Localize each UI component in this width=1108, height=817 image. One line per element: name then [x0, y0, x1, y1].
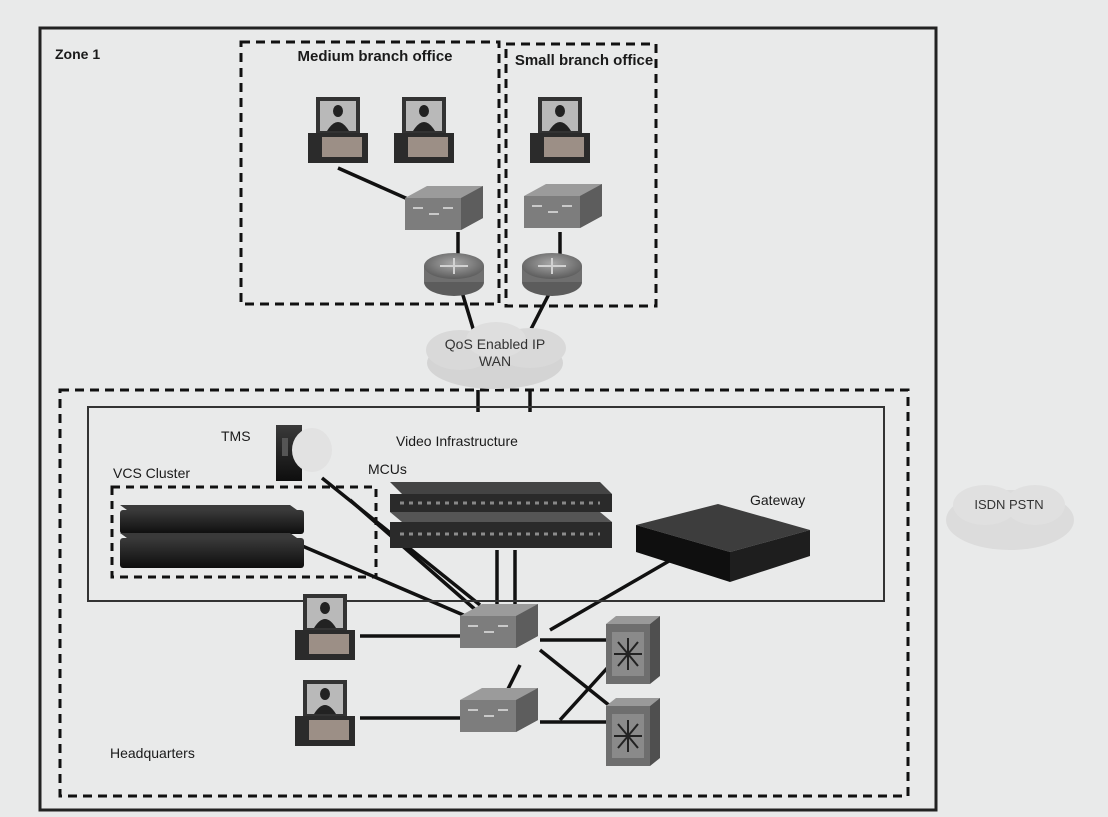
server-icon: [120, 505, 304, 534]
tms-label: TMS: [221, 428, 251, 444]
headquarters-boundary: [58, 388, 910, 798]
small-branch-boundary: [504, 42, 658, 308]
small-branch-label: Small branch office: [514, 52, 654, 69]
vcs-cluster-label: VCS Cluster: [113, 465, 191, 481]
video-endpoint-icon: [295, 680, 355, 746]
vcs-cluster-boundary: [110, 485, 378, 579]
mcus-label: MCUs: [368, 461, 407, 477]
switch-icon: [523, 183, 603, 229]
video-endpoint-icon: [308, 97, 368, 163]
video-endpoint-icon: [394, 97, 454, 163]
gateway-label: Gateway: [750, 492, 806, 508]
switch-icon: [459, 603, 539, 649]
cloud-icon: [946, 485, 1074, 550]
zone-label: Zone 1: [55, 46, 101, 62]
router-icon: [423, 252, 485, 297]
medium-branch-boundary: [239, 40, 501, 306]
mcu-icon: [390, 482, 612, 512]
multilayer-switch-icon: [605, 697, 661, 767]
medium-branch-label: Medium branch office: [297, 48, 453, 65]
video-infrastructure-label: Video Infrastructure: [396, 433, 518, 449]
cloud-icon: [426, 322, 566, 389]
switch-icon: [459, 687, 539, 733]
wan-label: QoS Enabled IP WAN: [444, 336, 546, 369]
server-icon: [276, 425, 332, 481]
headquarters-label: Headquarters: [110, 745, 195, 761]
router-icon: [521, 252, 583, 297]
multilayer-switch-icon: [605, 615, 661, 685]
video-infrastructure-boundary: [87, 406, 885, 602]
video-endpoint-icon: [530, 97, 590, 163]
video-endpoint-icon: [295, 594, 355, 660]
zone-1-boundary: [38, 26, 938, 812]
gateway-icon: [636, 504, 810, 582]
isdn-label: ISDN PSTN: [974, 497, 1044, 512]
mcu-icon: [390, 512, 612, 548]
server-icon: [120, 533, 304, 568]
switch-icon: [404, 185, 484, 231]
